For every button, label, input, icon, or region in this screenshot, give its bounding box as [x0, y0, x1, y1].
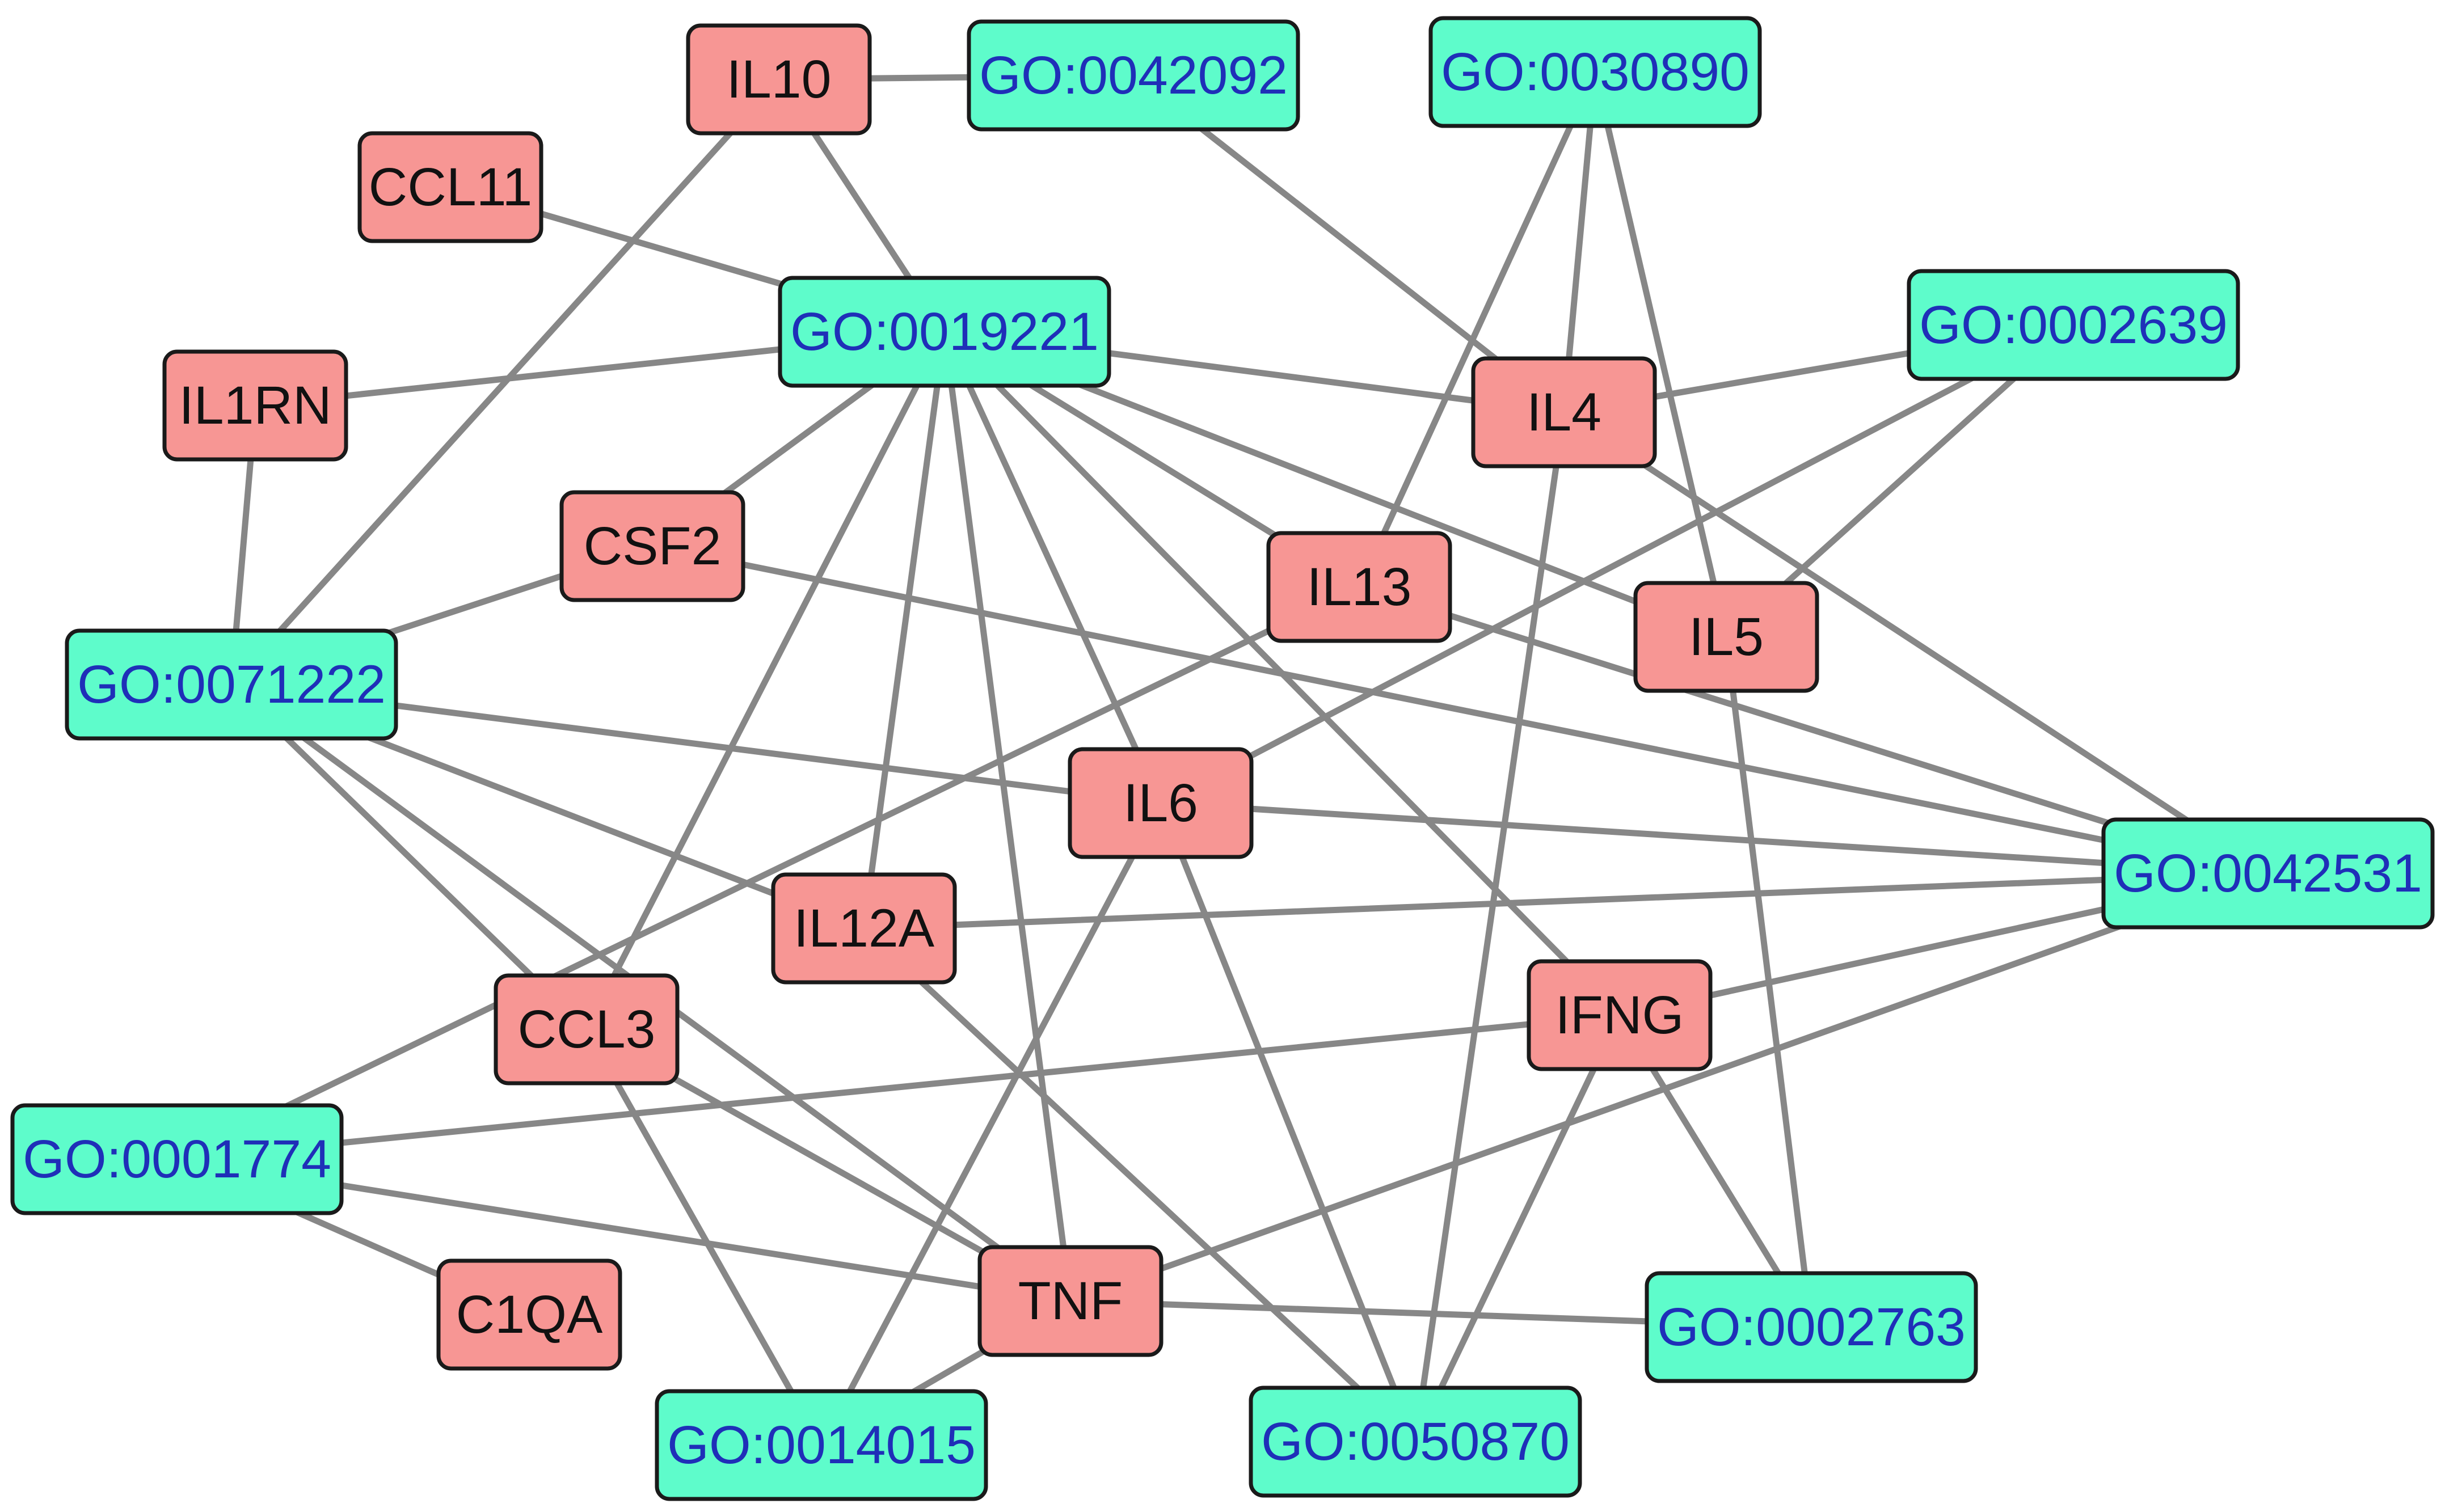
node-box	[1266, 531, 1452, 643]
gene-node-ccl3[interactable]: CCL3	[494, 973, 680, 1086]
go-term-node-go-0030890[interactable]: GO:0030890	[1428, 16, 1762, 128]
node-label: GO:0001774	[23, 1129, 331, 1189]
gene-node-tnf[interactable]: TNF	[977, 1245, 1164, 1357]
go-term-node-go-0042092[interactable]: GO:0042092	[967, 19, 1300, 132]
gene-node-il12a[interactable]: IL12A	[771, 872, 957, 985]
node-box	[771, 872, 957, 985]
node-label: GO:0014015	[667, 1415, 976, 1475]
edge-il6-go-0042531	[1157, 800, 2271, 877]
edge-il6-go-0050870	[1157, 800, 1419, 1445]
node-box	[559, 490, 745, 602]
node-box	[1527, 959, 1713, 1071]
node-box	[1428, 16, 1762, 128]
node-label: CCL3	[518, 999, 656, 1059]
edge-go-0019221-il6	[941, 328, 1164, 806]
node-label: GO:0042092	[979, 45, 1288, 105]
node-label: IL12A	[794, 898, 935, 958]
edge-il12a-go-0050870	[861, 925, 1419, 1445]
go-term-node-go-0001774[interactable]: GO:0001774	[10, 1103, 344, 1215]
edge-go-0042092-il4	[1130, 72, 1567, 416]
node-label: IL10	[727, 49, 832, 109]
node-label: GO:0019221	[790, 302, 1099, 362]
edge-go-0002639-il6	[1157, 322, 2077, 806]
go-term-node-go-0019221[interactable]: GO:0019221	[778, 276, 1111, 388]
node-box	[1633, 581, 1819, 693]
gene-node-csf2[interactable]: CSF2	[559, 490, 745, 602]
gene-node-il5[interactable]: IL5	[1633, 581, 1819, 693]
node-box	[686, 23, 872, 136]
node-box	[1068, 747, 1254, 859]
gene-node-c1qa[interactable]: C1QA	[436, 1258, 622, 1371]
gene-node-ifng[interactable]: IFNG	[1527, 959, 1713, 1071]
edge-ifng-go-0001774	[174, 1012, 1623, 1163]
go-term-node-go-0071222[interactable]: GO:0071222	[65, 628, 398, 741]
edge-il6-go-0014015	[818, 800, 1164, 1448]
edge-go-0030890-il5	[1592, 69, 1730, 640]
node-label: GO:0071222	[77, 654, 386, 715]
edge-go-0030890-il4	[1561, 69, 1599, 416]
node-label: CCL11	[369, 157, 533, 217]
edge-il4-go-0042531	[1561, 409, 2271, 877]
node-box	[1249, 1386, 1582, 1498]
node-box	[1645, 1271, 1978, 1383]
edge-il10-go-0071222	[228, 76, 782, 688]
gene-node-il6[interactable]: IL6	[1068, 747, 1254, 859]
node-box	[357, 131, 543, 243]
edge-il13-go-0001774	[174, 584, 1363, 1163]
node-label: GO:0030890	[1441, 42, 1750, 102]
node-label: IL6	[1123, 773, 1198, 833]
edge-il12a-go-0042531	[861, 870, 2271, 932]
gene-node-ccl11[interactable]: CCL11	[357, 131, 543, 243]
go-term-node-go-0014015[interactable]: GO:0014015	[655, 1389, 988, 1501]
node-label: C1QA	[456, 1285, 603, 1345]
node-box	[1907, 269, 2240, 381]
node-box	[1471, 356, 1657, 468]
node-label: IL13	[1307, 557, 1412, 617]
go-term-node-go-0002763[interactable]: GO:0002763	[1645, 1271, 1978, 1383]
node-box	[65, 628, 398, 741]
edge-go-0019221-il12a	[861, 328, 948, 932]
gene-node-il10[interactable]: IL10	[686, 23, 872, 136]
node-label: GO:0002639	[1919, 295, 2228, 355]
node-box	[778, 276, 1111, 388]
node-box	[10, 1103, 344, 1215]
edge-go-0019221-ccl3	[583, 328, 948, 1033]
go-term-node-go-0050870[interactable]: GO:0050870	[1249, 1386, 1582, 1498]
edge-go-0030890-il13	[1356, 69, 1599, 590]
edge-ifng-go-0050870	[1412, 1012, 1623, 1445]
node-label: IL1RN	[179, 375, 331, 436]
gene-node-il4[interactable]: IL4	[1471, 356, 1657, 468]
edge-tnf-go-0042531	[1067, 870, 2271, 1304]
edge-csf2-go-0042531	[649, 543, 2271, 877]
edge-il4-go-0050870	[1412, 409, 1567, 1445]
edge-go-0071222-ccl3	[228, 681, 590, 1033]
node-box	[655, 1389, 988, 1501]
go-term-node-go-0042531[interactable]: GO:0042531	[2101, 817, 2435, 930]
node-label: GO:0042531	[2114, 843, 2422, 903]
edge-go-0019221-tnf	[941, 328, 1074, 1304]
node-label: TNF	[1018, 1271, 1123, 1331]
gene-node-il1rn[interactable]: IL1RN	[162, 349, 348, 462]
node-label: GO:0002763	[1657, 1297, 1966, 1357]
node-label: IFNG	[1555, 985, 1684, 1045]
node-label: GO:0050870	[1261, 1412, 1570, 1472]
node-box	[967, 19, 1300, 132]
node-box	[162, 349, 348, 462]
node-label: CSF2	[584, 516, 722, 576]
node-box	[436, 1258, 622, 1371]
gene-node-il13[interactable]: IL13	[1266, 531, 1452, 643]
node-box	[494, 973, 680, 1086]
edge-ccl3-go-0014015	[583, 1026, 825, 1448]
node-box	[977, 1245, 1164, 1357]
node-label: IL4	[1527, 382, 1601, 442]
go-term-node-go-0002639[interactable]: GO:0002639	[1907, 269, 2240, 381]
node-box	[2101, 817, 2435, 930]
node-label: IL5	[1689, 607, 1764, 667]
